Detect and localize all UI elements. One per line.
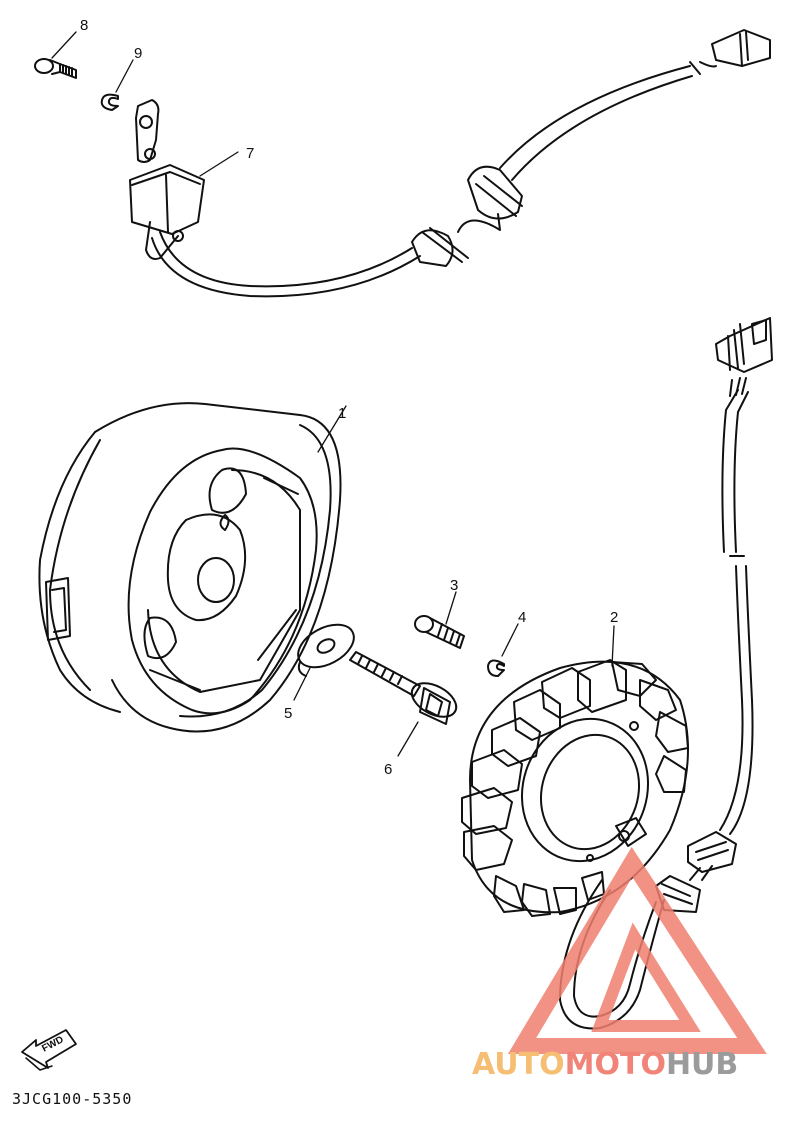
- clip-part-9: [100, 93, 119, 111]
- leader-line-4: [501, 623, 519, 657]
- leader-line-8: [51, 31, 77, 59]
- automotohub-watermark: AUTOMOTOHUB: [472, 846, 767, 1082]
- callout-2: 2: [610, 609, 618, 626]
- washer-part-5: [297, 623, 355, 677]
- callout-4: 4: [518, 609, 526, 626]
- callout-labels: 8 9 7 1 3 4 2 5 6: [80, 17, 618, 778]
- callout-3: 3: [450, 577, 458, 594]
- flange-bolt-part-6: [349, 651, 458, 725]
- rotor-flywheel-part-1: [38, 402, 342, 733]
- callout-6: 6: [384, 761, 392, 778]
- callout-8: 8: [80, 17, 88, 34]
- watermark-hub: HUB: [666, 1047, 738, 1082]
- watermark-moto: MOTO: [565, 1047, 666, 1082]
- callout-5: 5: [284, 705, 292, 722]
- pickup-coil-part-7: [129, 99, 205, 260]
- leader-line-3: [445, 591, 457, 625]
- leader-line-1: [317, 405, 347, 453]
- diagram-reference-code: 3JCG100-5350: [12, 1090, 132, 1108]
- callout-9: 9: [134, 45, 142, 62]
- screw-part-8: [34, 58, 77, 79]
- pickup-coil-cable: [151, 29, 771, 298]
- watermark-auto: AUTO: [472, 1047, 565, 1082]
- screw-part-3: [414, 615, 465, 649]
- clip-part-4: [487, 659, 505, 677]
- callout-1: 1: [338, 405, 346, 422]
- leader-line-6: [397, 721, 419, 757]
- leader-line-5: [293, 667, 311, 701]
- leader-line-7: [199, 151, 239, 177]
- svg-text:AUTOMOTOHUB: AUTOMOTOHUB: [472, 1047, 738, 1082]
- stator-part-2: [461, 659, 689, 917]
- forward-direction-arrow: [21, 1029, 77, 1071]
- leader-line-9: [115, 59, 134, 93]
- leader-line-2: [611, 625, 615, 667]
- callout-7: 7: [246, 145, 254, 162]
